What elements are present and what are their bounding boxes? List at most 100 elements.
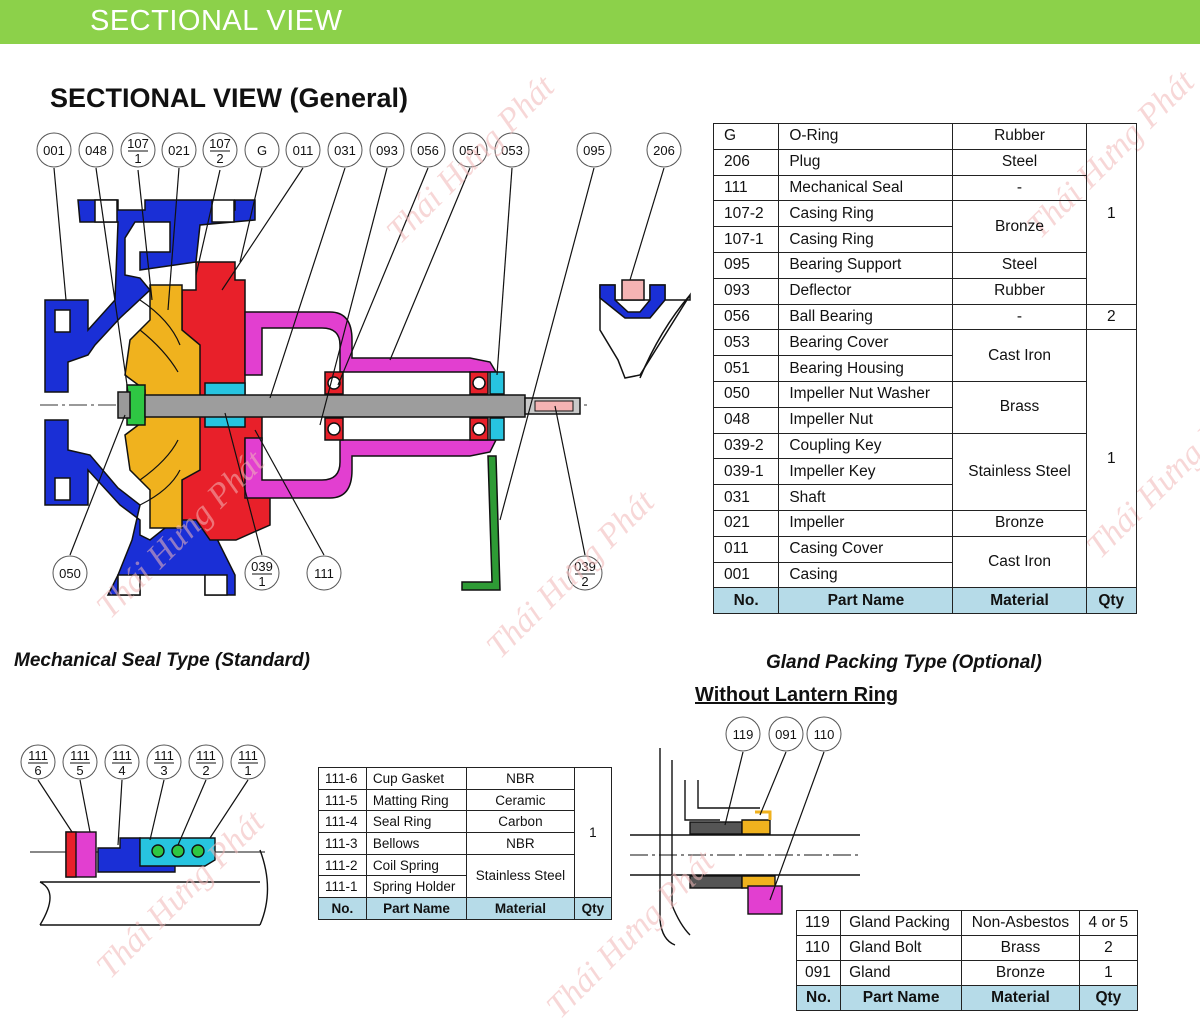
callout-056: 056 — [410, 132, 446, 168]
part-name: Coupling Key — [778, 432, 954, 460]
part-no: 039-2 — [712, 432, 780, 460]
header-qty: Qty — [573, 897, 613, 920]
gland — [741, 819, 776, 889]
part-material: Bronze — [961, 960, 1080, 986]
heading-general: SECTIONAL VIEW (General) — [50, 83, 409, 113]
part-name: Matting Ring — [365, 788, 468, 812]
svg-text:039: 039 — [574, 559, 596, 574]
gland-bolt — [747, 885, 783, 915]
part-name: O-Ring — [778, 123, 954, 150]
plug-detail-drawing — [599, 279, 691, 379]
svg-text:111: 111 — [314, 566, 334, 581]
banner-title: SECTIONAL VIEW — [90, 5, 343, 37]
flange-hole — [54, 309, 71, 333]
part-material: Carbon — [466, 810, 575, 834]
coil-spring — [151, 844, 165, 858]
part-no: 056 — [712, 303, 780, 331]
part-name: Impeller Nut Washer — [778, 380, 954, 408]
part-name: Spring Holder — [365, 875, 468, 899]
plug-head — [621, 279, 645, 301]
svg-text:111: 111 — [238, 748, 258, 763]
header-no: No. — [712, 587, 780, 615]
callout-110: 110 — [806, 716, 842, 752]
gland-leader-lines — [724, 751, 825, 901]
header-part-name: Part Name — [365, 897, 468, 920]
coupling-key — [534, 400, 574, 412]
seal-leader-lines — [37, 779, 249, 846]
part-qty: 1 — [573, 766, 613, 899]
heading-mechanical-seal: Mechanical Seal Type (Standard) — [14, 650, 310, 671]
cup-gasket — [65, 831, 77, 878]
part-no: 111-6 — [318, 767, 367, 790]
coil-spring — [171, 844, 185, 858]
svg-text:011: 011 — [293, 143, 314, 158]
svg-text:4: 4 — [118, 763, 125, 778]
watermark-text: Thái Hưng Phát — [479, 482, 662, 665]
callout-011: 011 — [285, 132, 321, 168]
svg-text:056: 056 — [417, 143, 439, 158]
svg-text:1: 1 — [258, 574, 265, 589]
part-name: Gland — [840, 960, 963, 986]
part-material: Bronze — [952, 509, 1087, 537]
gland-callouts: 119 091 110 — [725, 716, 842, 752]
part-material: Cast Iron — [952, 329, 1087, 382]
part-no: 031 — [712, 484, 780, 511]
part-name: Plug — [778, 148, 954, 176]
callout-050: 050 — [52, 555, 88, 591]
part-no: 048 — [712, 406, 780, 434]
bearing-cover — [489, 417, 505, 441]
svg-text:111: 111 — [70, 748, 90, 763]
flange-hole — [117, 574, 141, 596]
flange-hole — [204, 574, 228, 596]
svg-text:031: 031 — [334, 143, 356, 158]
svg-text:3: 3 — [160, 763, 167, 778]
coil-spring — [191, 844, 205, 858]
part-material: NBR — [466, 767, 575, 790]
part-no: 111-1 — [318, 875, 367, 899]
part-qty: 1 — [1085, 123, 1138, 305]
part-name: Bellows — [365, 832, 468, 855]
part-name: Casing Cover — [778, 535, 954, 563]
part-name: Impeller Nut — [778, 406, 954, 434]
part-name: Shaft — [778, 484, 954, 511]
part-name: Gland Packing — [840, 910, 963, 936]
part-name: Casing Ring — [778, 226, 954, 253]
svg-text:110: 110 — [814, 727, 835, 742]
bearing-housing-lower — [244, 437, 498, 499]
part-qty: 1 — [1085, 329, 1138, 589]
heading-gland-packing: Gland Packing Type (Optional) — [766, 652, 1042, 673]
watermark-text: Thái Hưng Phát — [89, 802, 272, 985]
header-material: Material — [466, 897, 575, 920]
svg-text:1: 1 — [134, 151, 141, 166]
part-name: Impeller — [778, 509, 954, 537]
svg-text:1: 1 — [244, 763, 251, 778]
part-no: 111-5 — [318, 788, 367, 812]
part-name: Bearing Support — [778, 251, 954, 279]
header-no: No. — [795, 985, 842, 1011]
watermark-text: Thái Hưng Phát — [379, 67, 562, 250]
part-material: Stainless Steel — [466, 853, 575, 899]
svg-text:001: 001 — [43, 143, 65, 158]
part-material: Brass — [961, 935, 1080, 961]
part-no: 111 — [712, 174, 780, 202]
part-qty: 1 — [1078, 960, 1139, 986]
svg-text:111: 111 — [196, 748, 216, 763]
header-no: No. — [318, 897, 367, 920]
part-material: Rubber — [952, 277, 1087, 305]
